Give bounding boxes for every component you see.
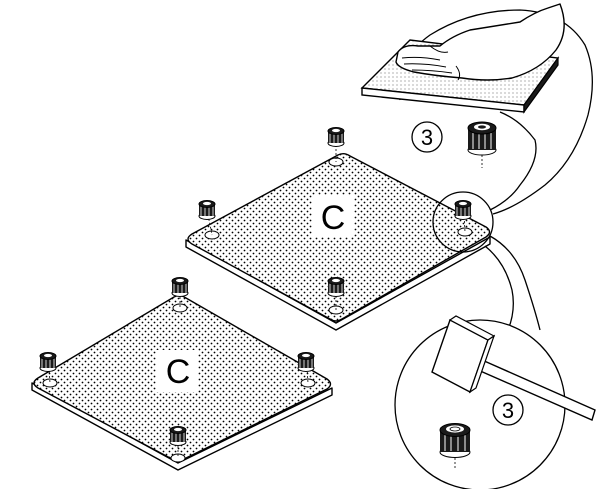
upper-panel-feet xyxy=(198,127,472,310)
foot-detail-bottom xyxy=(439,423,471,470)
callout-hand-press: 3 xyxy=(360,3,593,215)
rubber-foot xyxy=(171,277,189,297)
rubber-foot xyxy=(297,352,315,372)
rubber-foot xyxy=(169,426,187,446)
rubber-foot xyxy=(39,352,57,372)
lower-panel-feet xyxy=(39,277,315,458)
upper-panel: C xyxy=(185,153,491,331)
panel-label: C xyxy=(321,199,346,237)
step-number-badge xyxy=(492,394,524,426)
rubber-foot xyxy=(198,200,216,220)
hand-icon xyxy=(395,3,565,81)
mallet-icon xyxy=(431,315,596,421)
rubber-foot xyxy=(327,127,345,147)
rubber-foot xyxy=(327,277,345,297)
detail-magnifier xyxy=(432,191,494,253)
rubber-foot xyxy=(454,200,472,220)
panel-label: C xyxy=(166,353,191,391)
step-number: 3 xyxy=(421,125,433,150)
callout-mallet-tap: 3 xyxy=(394,235,596,489)
foot-detail-top xyxy=(467,121,497,168)
lower-panel: C xyxy=(31,295,333,471)
step-number: 3 xyxy=(502,398,514,423)
step-number-badge xyxy=(411,121,443,153)
